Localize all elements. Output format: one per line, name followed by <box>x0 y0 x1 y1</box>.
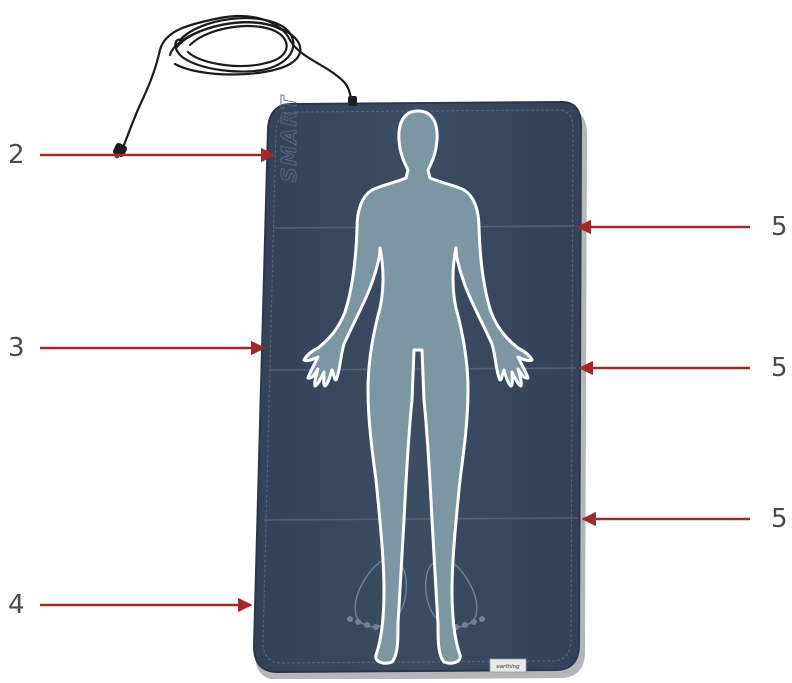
callout-label-4: 4 <box>8 592 25 618</box>
mat-logo: SMART <box>277 94 301 182</box>
product-label-tag: earthing <box>490 659 526 672</box>
product-label-text: earthing <box>496 664 520 670</box>
callout-label-3: 3 <box>8 335 25 361</box>
callout-label-2: 2 <box>8 142 25 168</box>
callout-label-5-bottom: 5 <box>771 506 788 532</box>
callout-label-5-top: 5 <box>771 214 788 240</box>
callout-label-5-middle: 5 <box>771 355 788 381</box>
cable-connector <box>348 96 357 106</box>
